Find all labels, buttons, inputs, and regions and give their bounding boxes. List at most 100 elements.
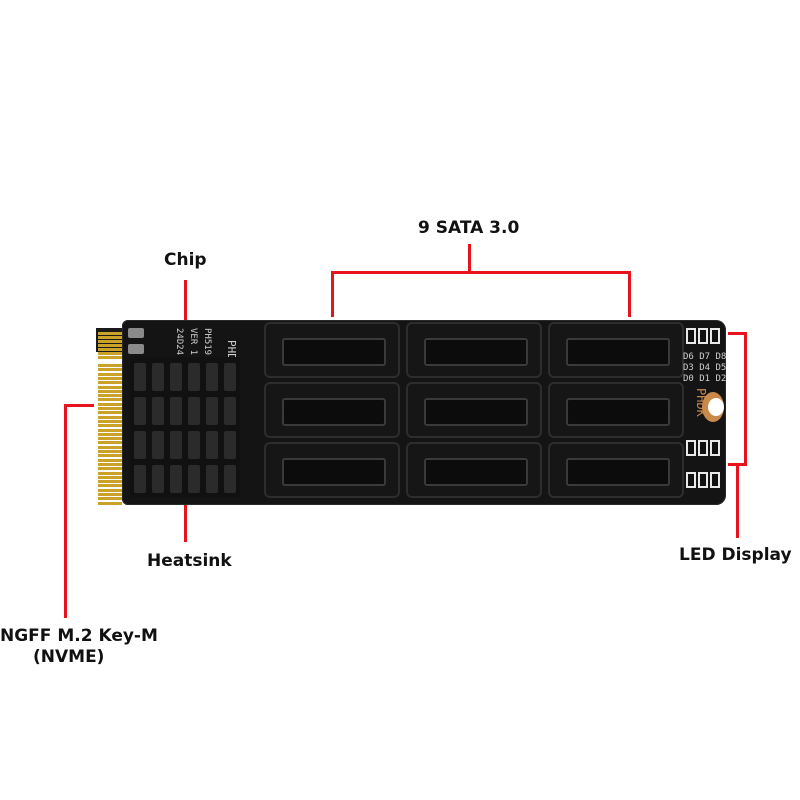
status-led	[710, 328, 720, 344]
sata-port-slot	[566, 398, 670, 426]
heatsink-fin	[134, 431, 146, 459]
heatsink-fin	[170, 431, 182, 459]
heatsink-fin	[224, 431, 236, 459]
heatsink-fin	[170, 363, 182, 391]
heatsink-fin	[188, 465, 200, 493]
heatsink-fin	[152, 397, 164, 425]
gold-finger-pin	[98, 445, 122, 449]
gold-finger-pin	[98, 484, 122, 488]
status-led	[710, 472, 720, 488]
gold-finger-pin	[98, 394, 122, 398]
gold-finger-pin	[98, 372, 122, 376]
gold-finger-pin	[98, 415, 122, 419]
gold-finger-pin	[98, 336, 122, 339]
gold-finger-pin	[98, 344, 122, 347]
gold-finger-pin	[98, 368, 122, 372]
heatsink-fin	[224, 363, 236, 391]
sata-port-slot	[424, 458, 528, 486]
led-pointer-down	[736, 466, 739, 538]
sata-port-slot	[566, 338, 670, 366]
sata-port	[406, 442, 542, 498]
gold-finger-pin	[98, 381, 122, 385]
heatsink-fin	[224, 397, 236, 425]
sata-port	[548, 322, 684, 378]
heatsink-fin	[206, 465, 218, 493]
heatsink-fin	[134, 465, 146, 493]
m2-pointer-horizontal	[64, 404, 94, 407]
status-led	[686, 472, 696, 488]
gold-finger-pin	[98, 389, 122, 393]
gold-finger-connector	[96, 320, 126, 505]
sata-bracket-left-leg	[331, 271, 334, 317]
silk-model: PH519	[202, 328, 212, 356]
sata-port	[406, 322, 542, 378]
sata-port-slot	[424, 398, 528, 426]
gold-finger-pin	[98, 364, 122, 367]
sata-port	[548, 382, 684, 438]
gold-finger-pin	[98, 340, 122, 343]
status-led	[698, 328, 708, 344]
silk-date: 24D24	[174, 328, 184, 356]
m2-pointer-vertical	[64, 404, 67, 618]
label-sata: 9 SATA 3.0	[418, 218, 520, 238]
heatsink-fin	[152, 465, 164, 493]
status-led	[698, 472, 708, 488]
label-led: LED Display	[679, 545, 792, 565]
gold-finger-pin	[98, 385, 122, 389]
sata-port-slot	[282, 458, 386, 486]
sata-port	[264, 442, 400, 498]
gold-finger-pin	[98, 467, 122, 471]
gold-finger-pin	[98, 332, 122, 335]
sata-port	[406, 382, 542, 438]
sata-port	[264, 382, 400, 438]
gold-finger-pin	[98, 441, 122, 445]
gold-finger-pin	[98, 411, 122, 415]
heatsink-fin	[152, 363, 164, 391]
heatsink-fin	[224, 465, 236, 493]
gold-finger-pin	[98, 352, 122, 355]
sata-bracket-horizontal	[331, 271, 631, 274]
gold-finger-pin	[98, 488, 122, 492]
label-heatsink: Heatsink	[147, 551, 232, 571]
gold-finger-pin	[98, 356, 122, 359]
gold-finger-pin	[98, 348, 122, 351]
heatsink-fin	[152, 431, 164, 459]
label-m2-line2: (NVME)	[33, 647, 105, 667]
heatsink-fin	[188, 397, 200, 425]
heatsink-fin	[170, 465, 182, 493]
sata-port-slot	[282, 338, 386, 366]
gold-finger-pin	[98, 437, 122, 441]
status-led	[686, 328, 696, 344]
gold-finger-pin	[98, 428, 122, 432]
sata-port-slot	[424, 338, 528, 366]
gold-finger-pin	[98, 376, 122, 380]
status-led	[698, 440, 708, 456]
sata-port	[548, 442, 684, 498]
gold-finger-pin	[98, 424, 122, 428]
mounting-notch-hole	[708, 398, 724, 416]
led-silk-row2: D3 D4 D5	[683, 363, 727, 373]
gold-finger-pin	[98, 458, 122, 462]
heatsink-fin	[170, 397, 182, 425]
led-silk-row1: D6 D7 D8	[683, 352, 727, 362]
sata-bracket-vertical-stem	[468, 244, 471, 274]
status-led	[710, 440, 720, 456]
gold-finger-pin	[98, 407, 122, 410]
gold-finger-pin	[98, 475, 122, 479]
heatsink-pointer-line	[184, 492, 187, 542]
gold-finger-pin	[98, 497, 122, 501]
led-bracket-bottom	[728, 463, 747, 466]
led-bracket-top	[728, 332, 747, 335]
gold-finger-pin	[98, 454, 122, 458]
gold-finger-pin	[98, 480, 122, 484]
gold-finger-pin	[98, 501, 122, 505]
silk-version: VER 1.	[188, 328, 198, 361]
gold-finger-pin	[98, 493, 122, 496]
sata-port	[264, 322, 400, 378]
gold-finger-pin	[98, 398, 122, 402]
gold-finger-pin	[98, 402, 122, 406]
gold-finger-pin	[98, 450, 122, 453]
status-led	[686, 440, 696, 456]
gold-finger-pin	[98, 471, 122, 475]
heatsink	[130, 357, 240, 497]
